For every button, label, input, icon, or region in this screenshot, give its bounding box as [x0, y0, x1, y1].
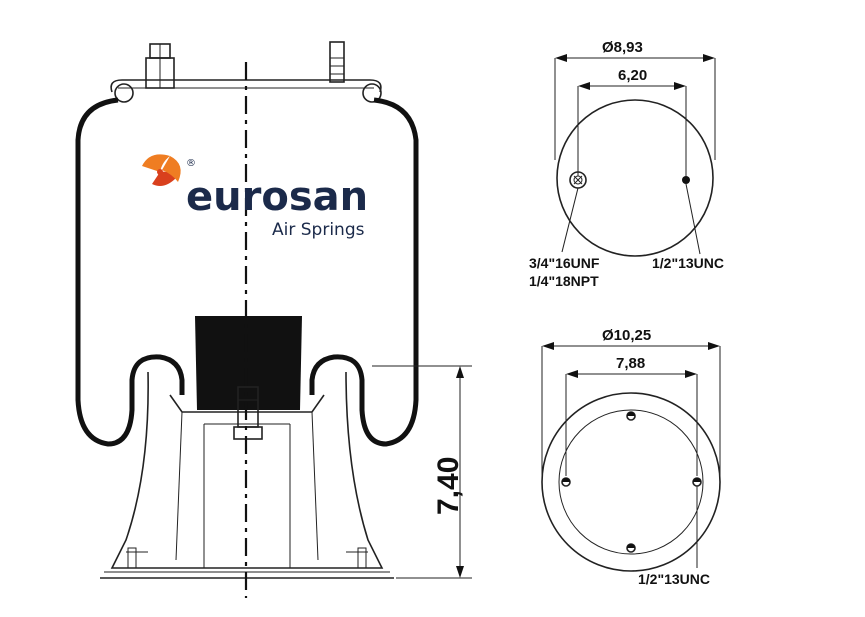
- piston-outer-diameter: Ø10,25: [602, 327, 651, 344]
- piston-outline: [541, 392, 721, 572]
- stud-hole-icon: [682, 176, 690, 184]
- piston-bolt-holes-icon: [561, 411, 702, 553]
- air-fitting-stud: [145, 43, 175, 89]
- air-fitting-port-icon: [569, 171, 587, 189]
- brand-logo: ® eurosan Air Springs: [142, 154, 368, 240]
- internal-bumper: [195, 316, 302, 410]
- height-dimension: 7,40: [372, 365, 472, 579]
- air-fitting-label-1: 3/4"16UNF: [529, 255, 600, 271]
- piston-thread-label: 1/2"13UNC: [638, 571, 710, 587]
- bottom-piston-view: Ø10,25 7,88 1/2"13UNC: [541, 327, 721, 587]
- top-stud-label: 1/2"13UNC: [652, 255, 724, 271]
- piston-bolt-circle: 7,88: [616, 355, 645, 372]
- height-value: 7,40: [432, 457, 465, 515]
- side-view: 7,40: [75, 41, 472, 598]
- registered-mark: ®: [186, 158, 196, 169]
- logo-mark-icon: [142, 154, 181, 186]
- top-bolt-spacing: 6,20: [618, 67, 647, 84]
- top-plate-outline: [556, 99, 714, 257]
- rubber-bellows: [75, 97, 185, 447]
- brand-name: eurosan: [186, 174, 368, 220]
- brand-tagline: Air Springs: [272, 220, 365, 240]
- piston-inner-ring: [558, 409, 704, 555]
- center-bolt: [233, 386, 263, 440]
- top-plate-view: Ø8,93 6,20 3/4"16UNF 1/4"18NPT 1/2"13UNC: [529, 39, 724, 289]
- air-fitting-label-2: 1/4"18NPT: [529, 273, 599, 289]
- top-outer-diameter: Ø8,93: [602, 39, 643, 56]
- mounting-stud: [329, 41, 345, 83]
